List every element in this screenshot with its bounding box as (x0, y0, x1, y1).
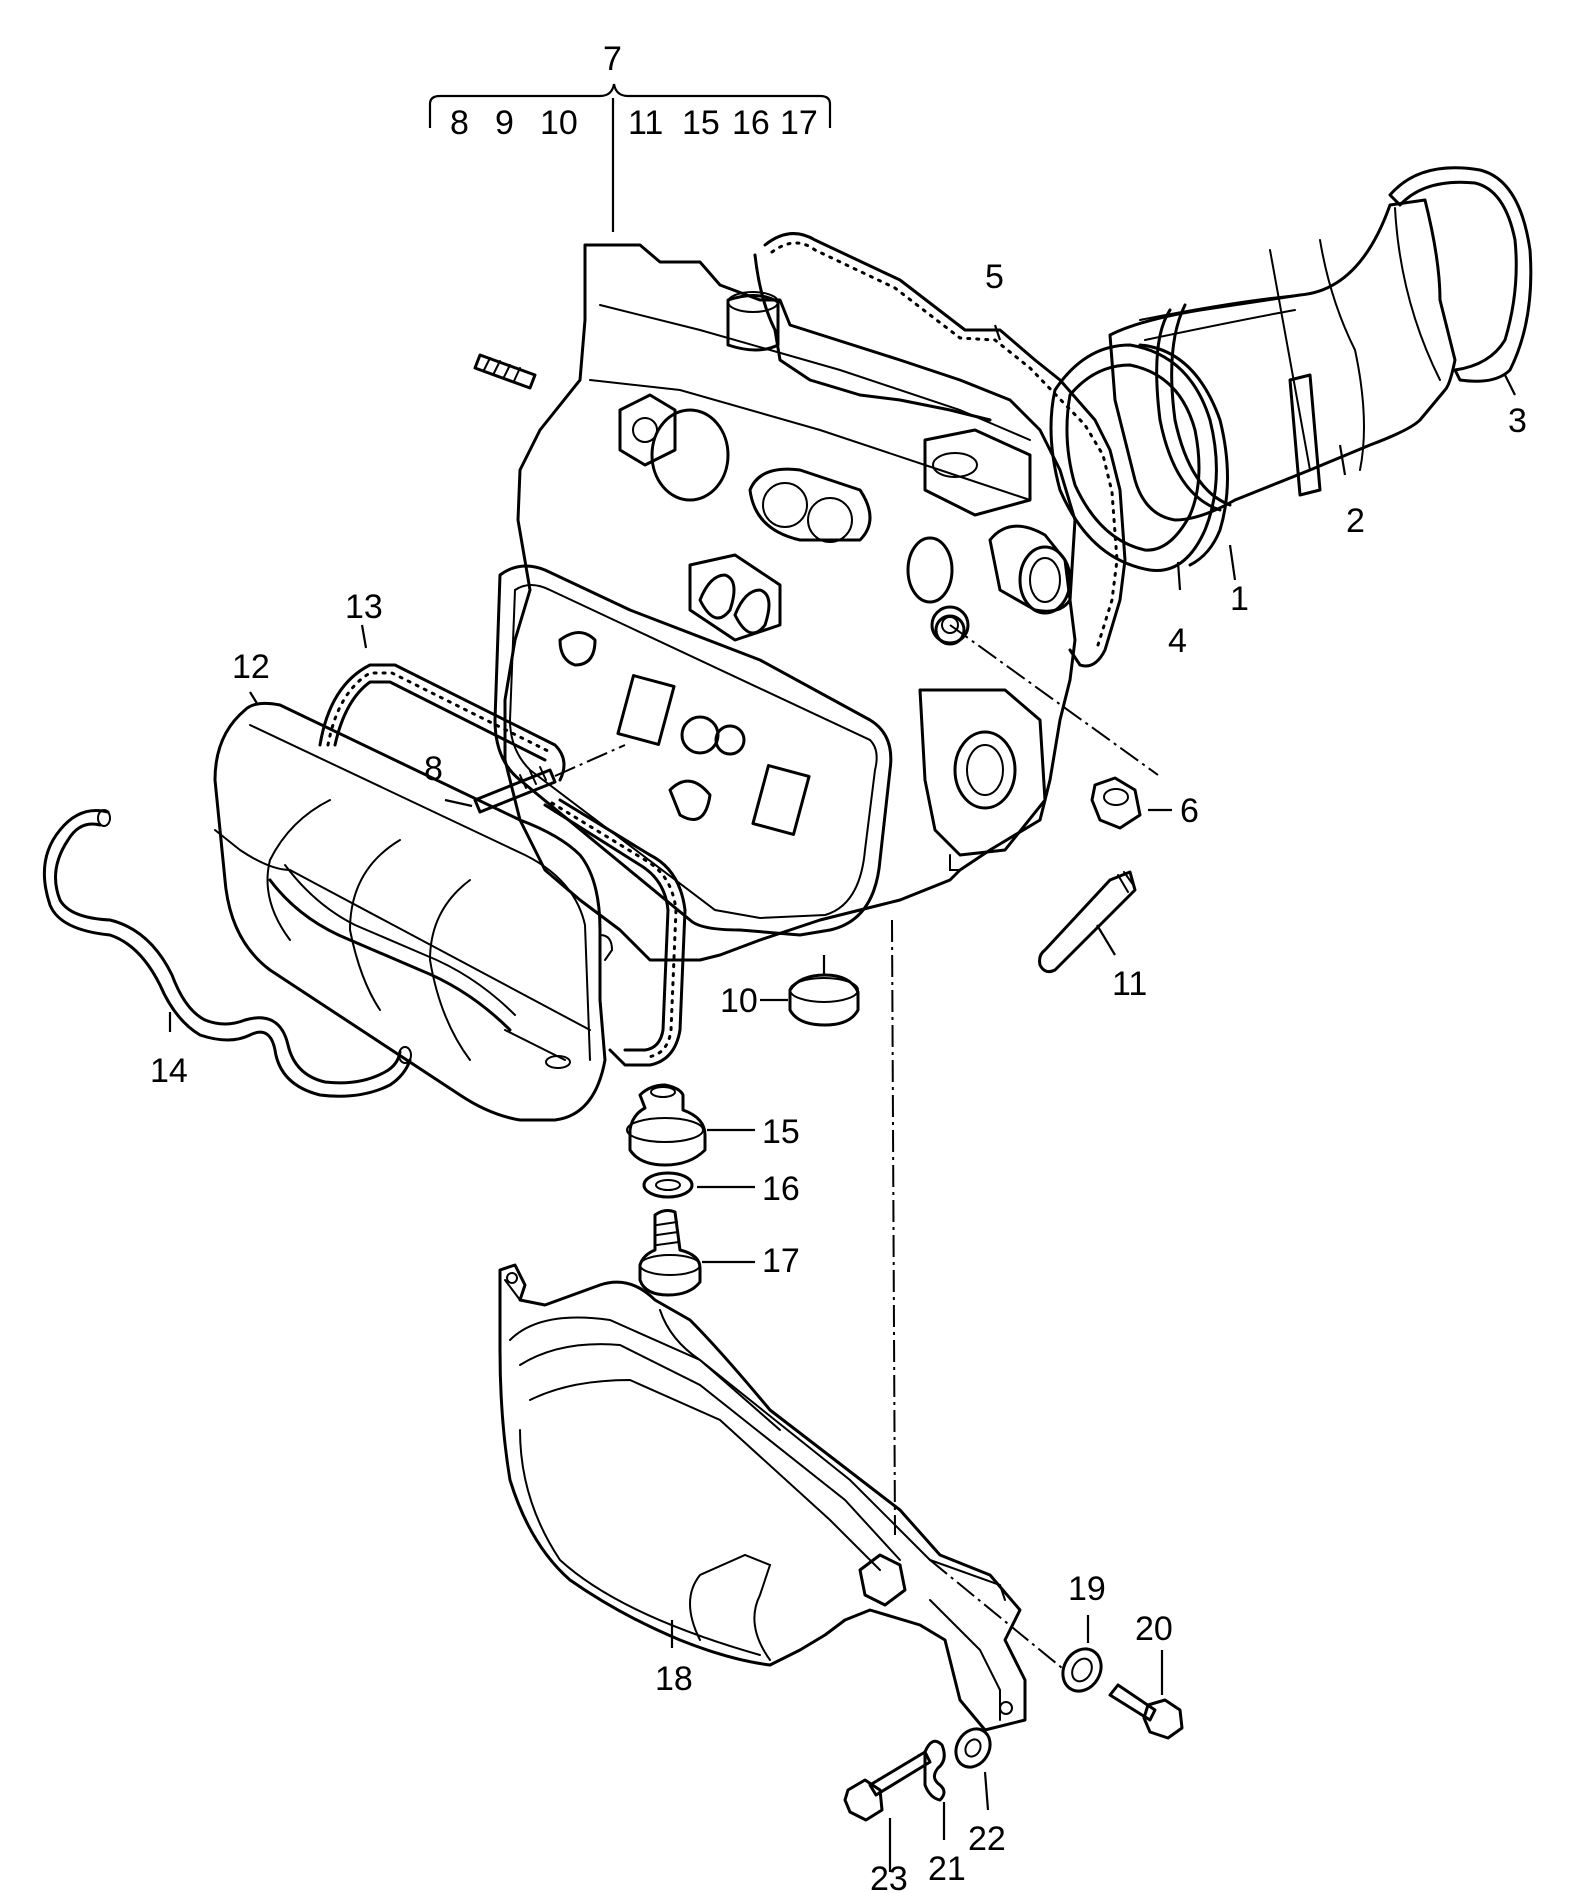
callout-20: 20 (1135, 1610, 1173, 1648)
callout-2: 2 (1346, 502, 1365, 540)
callout-12: 12 (232, 648, 270, 686)
nut (949, 624, 1172, 830)
callouts: 1 2 3 4 5 6 8 10 11 12 13 14 15 16 17 18… (150, 258, 1527, 1893)
group-member: 10 (540, 104, 578, 142)
leader-4 (1176, 561, 1182, 591)
group-label: 7 (603, 40, 622, 78)
rocker-cover (213, 691, 614, 1122)
head-stud (444, 744, 626, 814)
bolt-23 (843, 1750, 932, 1872)
heat-shield (498, 1263, 1063, 1732)
washer-22 (954, 1727, 992, 1811)
leader-5 (993, 324, 1002, 341)
callout-18: 18 (655, 1660, 693, 1698)
callout-23: 23 (870, 1860, 908, 1893)
callout-5: 5 (985, 258, 1004, 296)
drain-plug (626, 1083, 755, 1167)
callout-16: 16 (762, 1170, 800, 1208)
callout-6: 6 (1180, 792, 1199, 830)
group-member: 8 (450, 104, 469, 142)
spring-washer (923, 1739, 946, 1840)
assembly-line (891, 919, 896, 1536)
cylinder-ring (1388, 166, 1533, 383)
leader-2 (1338, 444, 1347, 476)
callout-21: 21 (928, 1850, 966, 1888)
callout-8: 8 (424, 750, 443, 788)
callout-17: 17 (762, 1242, 800, 1280)
cap (760, 955, 860, 1027)
cylinder-head (493, 243, 1077, 962)
seal-rings (1049, 343, 1229, 572)
screw-plug (638, 1209, 755, 1297)
callout-15: 15 (762, 1113, 800, 1151)
washer-19 (1061, 1615, 1103, 1693)
leader-1 (1228, 544, 1237, 581)
breather-hose (42, 809, 412, 1098)
callout-10: 10 (720, 982, 758, 1020)
callout-3: 3 (1508, 402, 1527, 440)
group-member: 9 (495, 104, 514, 142)
group-member: 11 (628, 104, 663, 142)
callout-1: 1 (1230, 580, 1249, 618)
group-member: 17 (780, 104, 818, 142)
bolt-20 (1108, 1650, 1184, 1740)
leader-3 (1504, 374, 1516, 396)
group-member: 15 (682, 104, 720, 142)
long-stud (1038, 870, 1137, 974)
callout-14: 14 (150, 1052, 188, 1090)
callout-4: 4 (1168, 622, 1187, 660)
callout-13: 13 (345, 588, 383, 626)
callout-22: 22 (968, 1820, 1006, 1858)
group-bracket (428, 83, 832, 128)
short-stud (473, 353, 537, 390)
callout-11: 11 (1112, 965, 1147, 1003)
cylinder-head-gasket (753, 232, 1127, 668)
sealing-washer (642, 1171, 755, 1199)
group-member: 16 (732, 104, 770, 142)
callout-19: 19 (1068, 1570, 1106, 1608)
cylinder (1108, 198, 1457, 522)
group-header: 7 8 9 10 11 15 16 17 (428, 40, 832, 232)
rocker-cover-gasket (318, 624, 687, 1067)
